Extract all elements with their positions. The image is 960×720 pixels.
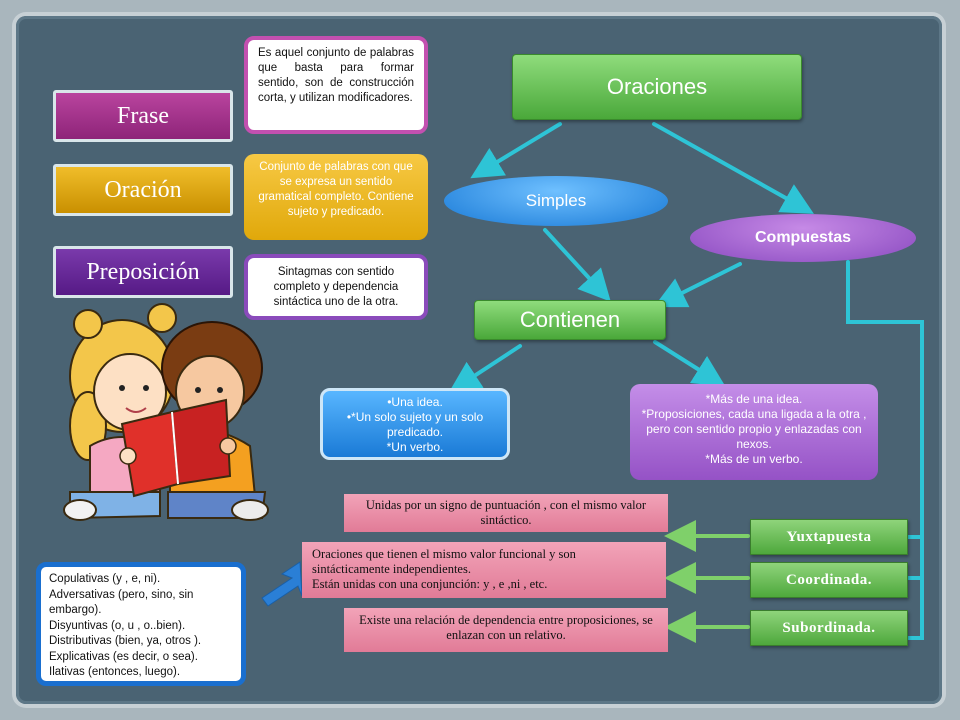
arrow-simples-contienen — [543, 228, 611, 302]
compound-details-box: *Más de una idea. *Proposiciones, cada u… — [630, 384, 878, 480]
type-subordinada: Subordinada. — [750, 610, 908, 646]
arrow-contienen-compound-details — [653, 340, 726, 387]
conjunction-item: Copulativas (y , e, ni). — [49, 573, 161, 585]
term-preposicion: Preposición — [53, 246, 233, 298]
description-yuxtapuesta: Unidas por un signo de puntuación , con … — [344, 494, 668, 532]
conjunction-item: Explicativas (es decir, o sea). — [49, 650, 198, 663]
arrow-oraciones-simples — [470, 122, 562, 179]
type-yuxtapuesta: Yuxtapuesta — [750, 519, 908, 555]
arrow-contienen-simple-details — [448, 344, 522, 393]
node-compuestas: Compuestas — [690, 214, 916, 262]
type-coordinada: Coordinada. — [750, 562, 908, 598]
conjunctions-box: Copulativas (y , e, ni). Adversativas (p… — [36, 562, 246, 686]
node-simples: Simples — [444, 176, 668, 226]
node-oraciones: Oraciones — [512, 54, 802, 120]
children-reading-illustration — [63, 303, 269, 521]
conjunction-item: Ilativas (entonces, luego). — [49, 666, 181, 678]
arrow-compuestas-contienen — [653, 262, 742, 308]
node-contienen: Contienen — [474, 300, 666, 340]
bracket-compuestas-types — [846, 260, 924, 640]
definition-frase: Es aquel conjunto de palabras que basta … — [244, 36, 428, 134]
definition-preposicion: Sintagmas con sentido completo y depende… — [244, 254, 428, 320]
conjunction-item: Disyuntivas (o, u , o..bien). — [49, 619, 186, 632]
arrow-oraciones-compuestas — [652, 122, 814, 214]
term-oracion: Oración — [53, 164, 233, 216]
term-frase: Frase — [53, 90, 233, 142]
conjunction-item: Distributivas (bien, ya, otros ). — [49, 635, 202, 647]
conjunction-item: Adversativas (pero, sino, sin embargo). — [49, 588, 194, 617]
description-subordinada: Existe una relación de dependencia entre… — [344, 608, 668, 652]
simple-details-box: •Una idea. •*Un solo sujeto y un solo pr… — [320, 388, 510, 460]
description-coordinada: Oraciones que tienen el mismo valor func… — [302, 542, 666, 598]
left-arrow-icon — [261, 561, 303, 607]
definition-oracion: Conjunto de palabras con que se expresa … — [244, 154, 428, 240]
